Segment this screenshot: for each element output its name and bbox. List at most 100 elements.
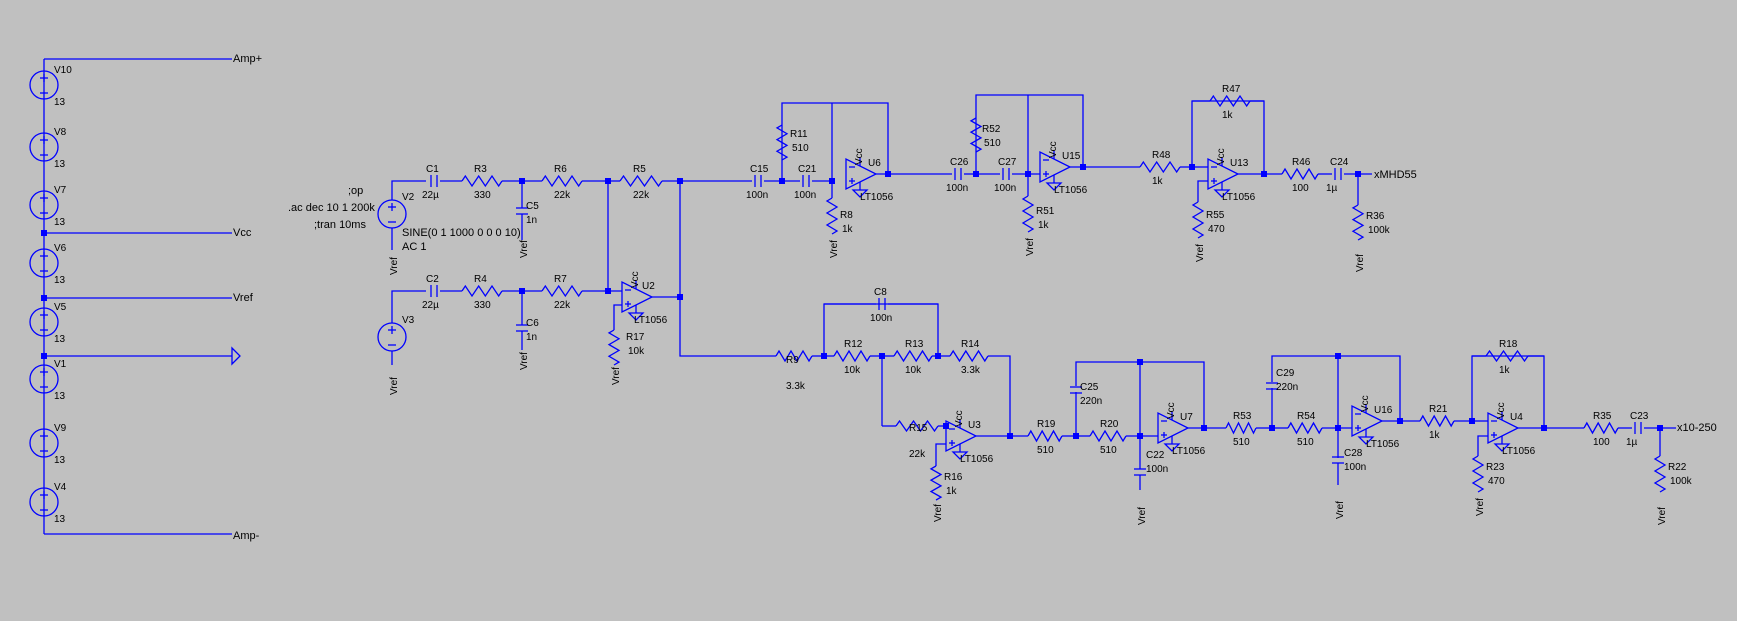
opamp-u4-ref[interactable]: U4 [1510, 412, 1523, 423]
capacitor-c28-ref[interactable]: C28 [1344, 448, 1363, 459]
resistor-r14[interactable] [949, 349, 989, 363]
voltage-source-v6[interactable] [29, 248, 59, 278]
resistor-r14-ref[interactable]: R14 [961, 339, 980, 350]
capacitor-c8-value[interactable]: 100n [870, 313, 892, 324]
capacitor-c5[interactable] [516, 207, 528, 215]
resistor-r55[interactable] [1191, 201, 1205, 239]
capacitor-c1-value[interactable]: 22µ [422, 190, 439, 201]
net-amp-minus[interactable]: Amp- [233, 530, 260, 542]
resistor-r46-value[interactable]: 100 [1292, 183, 1309, 194]
net-amp-plus[interactable]: Amp+ [233, 53, 262, 65]
resistor-r8-value[interactable]: 1k [842, 224, 854, 235]
resistor-r35-ref[interactable]: R35 [1593, 411, 1612, 422]
opamp-u3-model[interactable]: LT1056 [960, 454, 994, 465]
capacitor-c23-ref[interactable]: C23 [1630, 411, 1649, 422]
resistor-r16-ref[interactable]: R16 [944, 472, 963, 483]
resistor-r23-value[interactable]: 470 [1488, 476, 1505, 487]
resistor-r21-value[interactable]: 1k [1429, 430, 1441, 441]
resistor-r47-value[interactable]: 1k [1222, 110, 1234, 121]
opamp-u6-ref[interactable]: U6 [868, 158, 881, 169]
opamp-u2-ref[interactable]: U2 [642, 281, 655, 292]
voltage-source-v1-value[interactable]: 13 [54, 391, 66, 402]
resistor-r15-ref[interactable]: R15 [909, 423, 928, 434]
resistor-r18-ref[interactable]: R18 [1499, 339, 1518, 350]
capacitor-c2-value[interactable]: 22µ [422, 300, 439, 311]
capacitor-c5-value[interactable]: 1n [526, 215, 537, 226]
resistor-r3-value[interactable]: 330 [474, 190, 491, 201]
net-vref-label[interactable]: Vref [829, 240, 840, 258]
net-vref-label[interactable]: Vref [1335, 501, 1346, 519]
opamp-u16[interactable] [1351, 404, 1384, 438]
resistor-r9-ref[interactable]: R9 [786, 355, 799, 366]
resistor-r53-ref[interactable]: R53 [1233, 411, 1252, 422]
capacitor-c25-value[interactable]: 220n [1080, 396, 1102, 407]
net-vref-label[interactable]: Vref [1475, 498, 1486, 516]
resistor-r19[interactable] [1027, 429, 1063, 443]
capacitor-c22[interactable] [1134, 468, 1146, 476]
net-vref-label[interactable]: Vref [1025, 238, 1036, 256]
capacitor-c1-ref[interactable]: C1 [426, 164, 439, 175]
resistor-r47[interactable] [1209, 94, 1251, 108]
opamp-u3[interactable] [945, 419, 978, 453]
voltage-source-v1[interactable] [29, 364, 59, 394]
resistor-r4-value[interactable]: 330 [474, 300, 491, 311]
resistor-r20-value[interactable]: 510 [1100, 445, 1117, 456]
resistor-r36-ref[interactable]: R36 [1366, 211, 1385, 222]
net-vref-label[interactable]: Vref [519, 240, 530, 258]
resistor-r9-value[interactable]: 3.3k [786, 381, 806, 392]
resistor-r7[interactable] [541, 284, 583, 298]
resistor-r7-value[interactable]: 22k [554, 300, 571, 311]
opamp-u2[interactable] [621, 280, 654, 314]
net-vref-label[interactable]: Vref [1137, 507, 1148, 525]
directive-ac[interactable]: .ac dec 10 1 200k [288, 202, 375, 214]
resistor-r46-ref[interactable]: R46 [1292, 157, 1311, 168]
resistor-r47-ref[interactable]: R47 [1222, 84, 1241, 95]
resistor-r6-value[interactable]: 22k [554, 190, 571, 201]
capacitor-c21[interactable] [802, 175, 810, 187]
capacitor-c2[interactable] [430, 285, 438, 297]
net-vref-label[interactable]: Vref [389, 257, 400, 275]
net-vref-label[interactable]: Vref [519, 352, 530, 370]
capacitor-c22-ref[interactable]: C22 [1146, 450, 1165, 461]
resistor-r7-ref[interactable]: R7 [554, 274, 567, 285]
resistor-r12-ref[interactable]: R12 [844, 339, 863, 350]
capacitor-c6[interactable] [516, 324, 528, 332]
directive-op[interactable]: ;op [348, 185, 363, 197]
resistor-r8[interactable] [825, 197, 839, 235]
net-vref-label[interactable]: Vref [1195, 244, 1206, 262]
resistor-r52[interactable] [969, 117, 983, 153]
resistor-r17-value[interactable]: 10k [628, 346, 645, 357]
resistor-r54-ref[interactable]: R54 [1297, 411, 1316, 422]
capacitor-c6-ref[interactable]: C6 [526, 318, 539, 329]
voltage-source-v5[interactable] [29, 307, 59, 337]
capacitor-c26-ref[interactable]: C26 [950, 157, 969, 168]
voltage-source-v9-ref[interactable]: V9 [54, 423, 67, 434]
voltage-source-v10-ref[interactable]: V10 [54, 65, 72, 76]
net-vref-label[interactable]: Vref [1355, 254, 1366, 272]
resistor-r51-value[interactable]: 1k [1038, 220, 1050, 231]
resistor-r15[interactable] [895, 419, 939, 433]
resistor-r9[interactable] [775, 349, 813, 363]
opamp-u7-model[interactable]: LT1056 [1172, 446, 1206, 457]
resistor-r11-ref[interactable]: R11 [790, 129, 808, 140]
capacitor-c29[interactable] [1266, 382, 1278, 390]
capacitor-c1[interactable] [430, 175, 438, 187]
opamp-u16-ref[interactable]: U16 [1374, 405, 1393, 416]
voltage-source-v10[interactable] [29, 70, 59, 100]
voltage-source-v2-ref[interactable]: V2 [402, 192, 415, 203]
capacitor-c15-value[interactable]: 100n [746, 190, 768, 201]
voltage-source-v1-ref[interactable]: V1 [54, 359, 67, 370]
resistor-r36[interactable] [1351, 204, 1365, 241]
resistor-r51-ref[interactable]: R51 [1036, 206, 1055, 217]
resistor-r48[interactable] [1139, 160, 1181, 174]
net-vref-label[interactable]: Vref [611, 367, 622, 385]
opamp-u13-ref[interactable]: U13 [1230, 158, 1249, 169]
opamp-u6-model[interactable]: LT1056 [860, 192, 894, 203]
voltage-source-v4[interactable] [29, 487, 59, 517]
voltage-source-v3[interactable] [377, 322, 407, 352]
v2-sine-spec[interactable]: SINE(0 1 1000 0 0 0 10) [402, 227, 521, 239]
resistor-r22-value[interactable]: 100k [1670, 476, 1693, 487]
resistor-r48-ref[interactable]: R48 [1152, 150, 1171, 161]
resistor-r13-value[interactable]: 10k [905, 365, 922, 376]
